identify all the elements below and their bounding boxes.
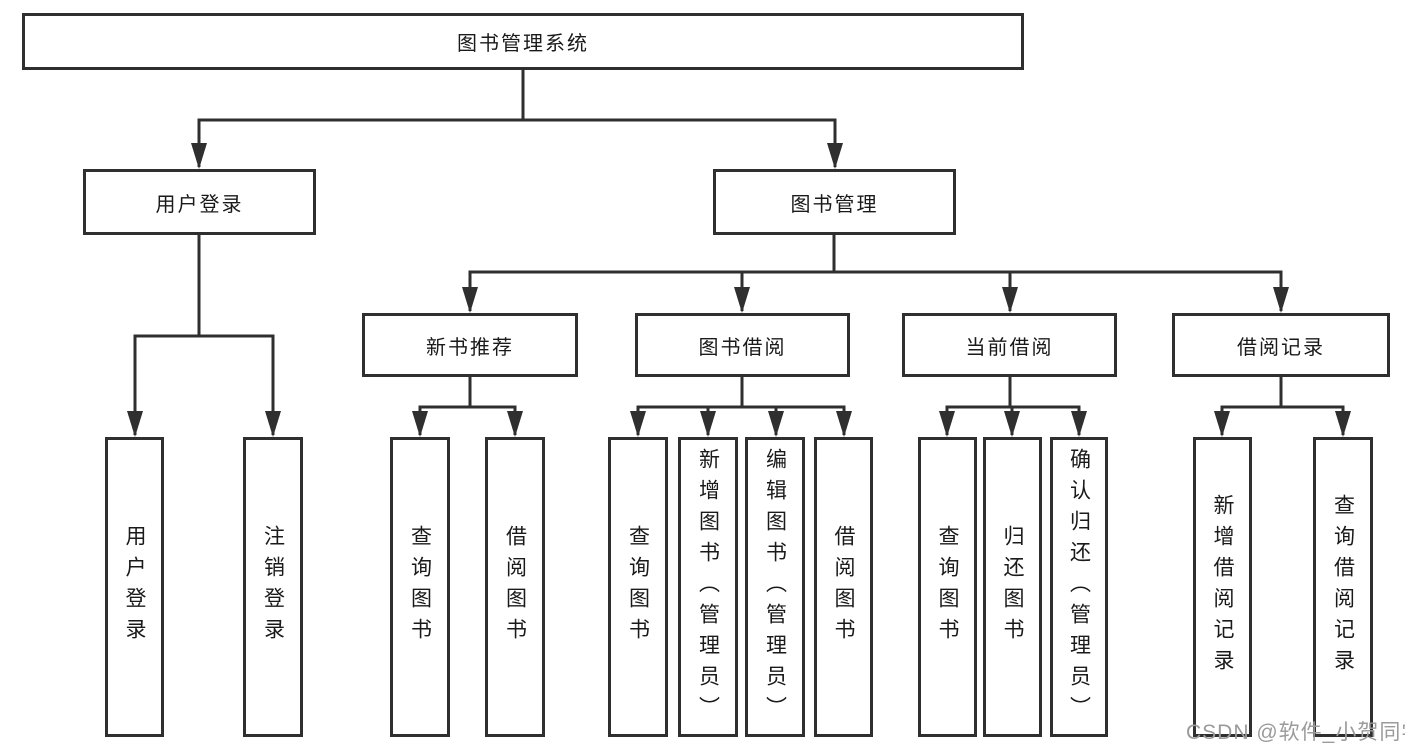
leaf-recommend-query-books-label: 查询图书	[408, 525, 432, 649]
node-borrow-records: 借阅记录	[1172, 313, 1390, 377]
leaf-edit-books-admin: 编辑图书（管理员）	[745, 437, 805, 737]
leaf-edit-books-admin-label: 编辑图书（管理员）	[763, 447, 787, 727]
node-user-login: 用户登录	[83, 169, 316, 235]
leaf-borrow-query-books-label: 查询图书	[626, 525, 650, 649]
node-new-book-recommend: 新书推荐	[362, 313, 578, 377]
leaf-user-login: 用户登录	[105, 437, 164, 737]
leaf-return-books: 归还图书	[983, 437, 1042, 737]
leaf-query-borrow-record: 查询借阅记录	[1313, 437, 1373, 737]
leaf-add-borrow-record: 新增借阅记录	[1193, 437, 1252, 737]
leaf-borrow-query-books: 查询图书	[608, 437, 668, 737]
leaf-add-books-admin: 新增图书（管理员）	[678, 437, 738, 737]
leaf-confirm-return-admin-label: 确认归还（管理员）	[1067, 447, 1091, 727]
leaf-query-borrow-record-label: 查询借阅记录	[1331, 494, 1355, 680]
node-borrow-records-label: 借阅记录	[1237, 336, 1325, 359]
node-new-book-recommend-label: 新书推荐	[426, 336, 514, 359]
leaf-user-login-label: 用户登录	[123, 525, 146, 649]
leaf-logout-label: 注销登录	[261, 525, 285, 649]
leaf-recommend-query-books: 查询图书	[390, 437, 450, 737]
leaf-return-books-label: 归还图书	[1001, 525, 1024, 649]
node-library-system: 图书管理系统	[22, 13, 1024, 70]
node-book-management: 图书管理	[713, 169, 956, 235]
leaf-borrow-books-label: 借阅图书	[832, 525, 855, 649]
node-book-management-label: 图书管理	[790, 193, 879, 216]
node-library-system-label: 图书管理系统	[457, 33, 589, 55]
node-book-borrow: 图书借阅	[635, 313, 850, 377]
csdn-watermark: CSDN @软件_小贺同学	[1186, 721, 1405, 744]
leaf-confirm-return-admin: 确认归还（管理员）	[1050, 437, 1108, 737]
leaf-current-query-books: 查询图书	[918, 437, 977, 737]
node-user-login-label: 用户登录	[155, 193, 244, 216]
leaf-recommend-borrow-books-label: 借阅图书	[503, 525, 527, 649]
leaf-current-query-books-label: 查询图书	[936, 525, 959, 649]
leaf-borrow-books: 借阅图书	[814, 437, 873, 737]
node-current-borrow: 当前借阅	[902, 313, 1117, 377]
node-book-borrow-label: 图书借阅	[698, 336, 787, 359]
leaf-recommend-borrow-books: 借阅图书	[485, 437, 545, 737]
leaf-add-books-admin-label: 新增图书（管理员）	[696, 447, 720, 727]
arrowheads	[127, 143, 1351, 437]
node-current-borrow-label: 当前借阅	[965, 336, 1054, 359]
leaf-add-borrow-record-label: 新增借阅记录	[1211, 494, 1234, 680]
leaf-logout: 注销登录	[243, 437, 303, 737]
